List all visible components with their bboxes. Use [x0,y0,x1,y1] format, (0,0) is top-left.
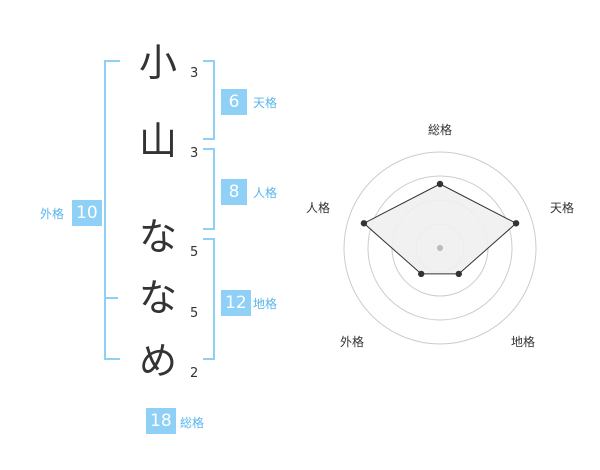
radar-ring [343,151,537,345]
tenkaku-label: 天格 [253,96,278,110]
axis-label-chikaku: 地格 [511,335,536,349]
gaikaku-bracket-tick [104,297,118,299]
radar-center-point [437,245,443,251]
axis-label-gaikaku: 外格 [340,335,365,349]
name-char-5: め [138,339,177,383]
stroke-count-5: 2 [190,366,199,381]
tenkaku-bracket [203,60,215,140]
stroke-count-1: 3 [190,66,199,81]
radar-point-1 [436,180,444,188]
name-char-3: な [138,215,177,259]
name-char-1: 小 [138,41,177,85]
tenkaku-value: 6 [221,89,247,115]
radar-point-3 [455,270,463,278]
name-char-2: 山 [138,119,177,163]
gaikaku-label: 外格 [40,207,65,221]
radar-point-5 [360,220,368,227]
gaikaku-bracket [104,60,120,360]
jinkaku-value: 8 [221,179,247,205]
chikaku-bracket [203,238,215,360]
chikaku-label: 地格 [253,297,278,311]
stroke-count-2: 3 [190,146,199,161]
radar-point-2 [512,220,520,227]
jinkaku-label: 人格 [253,186,278,200]
gaikaku-value: 10 [72,200,102,226]
stroke-count-4: 5 [190,306,199,321]
soukaku-value: 18 [146,408,176,434]
radar-point-4 [417,270,425,278]
radar-ring [367,175,513,321]
stroke-count-3: 5 [190,245,199,260]
name-char-4: な [138,276,177,320]
axis-label-tenkaku: 天格 [550,201,575,215]
radar-series-area [363,183,517,275]
chikaku-value: 12 [221,290,251,316]
axis-label-soukaku: 総格 [428,123,453,137]
soukaku-label: 総格 [180,416,205,430]
axis-label-jinkaku: 人格 [306,201,331,215]
jinkaku-bracket [203,148,215,230]
